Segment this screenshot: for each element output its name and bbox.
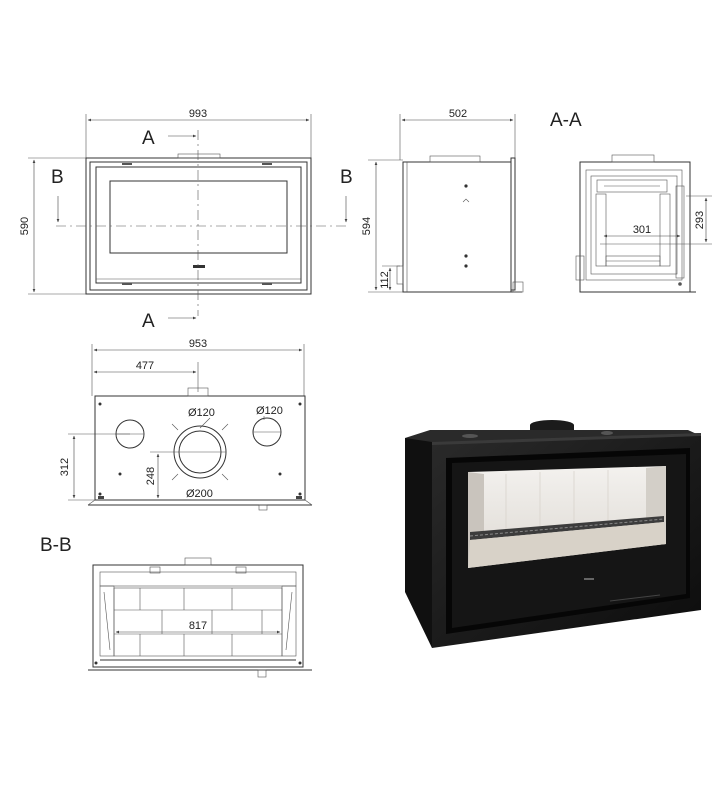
section-b-right-label: B bbox=[340, 167, 353, 188]
top-offset-dimension: 477 bbox=[136, 360, 154, 372]
side-depth-dimension: 502 bbox=[449, 108, 467, 120]
side-view: 502 594 112 bbox=[361, 108, 524, 293]
flue-diameter-label: Ø200 bbox=[186, 488, 213, 500]
side-hole-left-label: Ø120 bbox=[188, 407, 215, 419]
front-view: 993 590 A A B B bbox=[19, 108, 353, 332]
aa-inner-height-dimension: 293 bbox=[694, 211, 706, 229]
side-hole-right-label: Ø120 bbox=[256, 405, 283, 417]
front-width-dimension: 993 bbox=[189, 108, 207, 120]
section-bb-title: B-B bbox=[40, 535, 72, 556]
top-view: 953 477 312 bbox=[59, 338, 313, 511]
top-depth-dimension: 312 bbox=[59, 458, 71, 476]
top-outlet-offset-dimension: 248 bbox=[145, 467, 157, 485]
aa-inner-depth-dimension: 301 bbox=[633, 224, 651, 236]
front-height-dimension: 590 bbox=[19, 217, 31, 235]
section-aa: A-A 301 293 bbox=[550, 110, 712, 293]
bb-inner-width-dimension: 817 bbox=[189, 620, 207, 632]
fireplace-product-image bbox=[405, 420, 701, 648]
side-base-dimension: 112 bbox=[379, 271, 391, 289]
top-width-dimension: 953 bbox=[189, 338, 207, 350]
section-b-left-label: B bbox=[51, 167, 64, 188]
section-bb: B-B 817 bbox=[40, 535, 312, 678]
section-aa-title: A-A bbox=[550, 110, 582, 131]
section-a-bottom-label: A bbox=[142, 311, 155, 332]
side-height-dimension: 594 bbox=[361, 217, 373, 235]
section-a-top-label: A bbox=[142, 128, 155, 149]
